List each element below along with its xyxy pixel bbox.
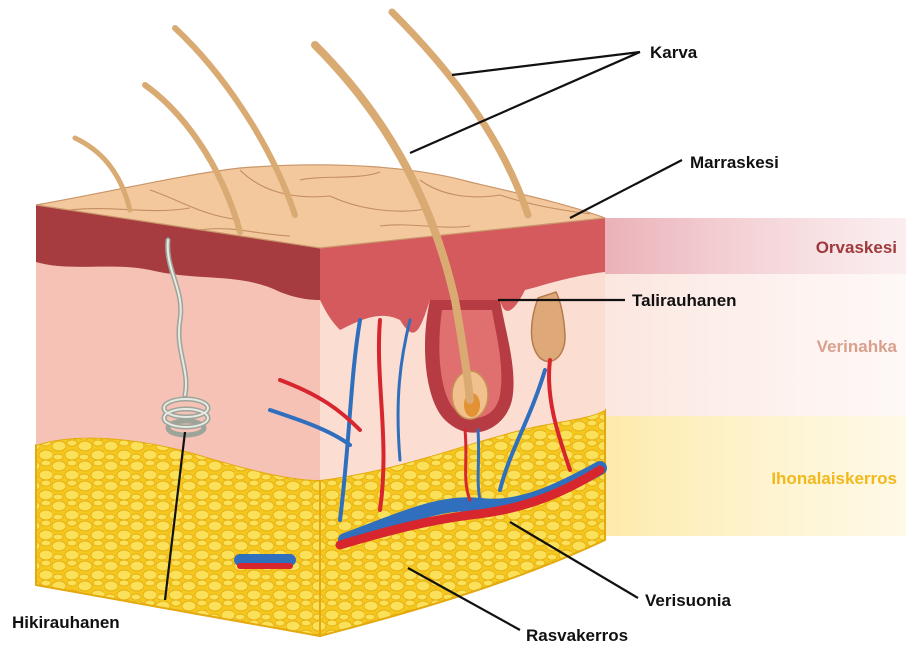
label-verinahka: Verinahka [817,337,898,356]
sebaceous-gland [532,292,566,361]
layer-bands [605,218,906,536]
label-ihonalaiskerros: Ihonalaiskerros [771,469,897,488]
label-karva: Karva [650,43,698,62]
label-talirauhanen: Talirauhanen [632,291,737,310]
label-verisuonia: Verisuonia [645,591,732,610]
label-orvaskesi: Orvaskesi [816,238,897,257]
label-rasvakerros: Rasvakerros [526,626,628,645]
label-hikirauhanen: Hikirauhanen [12,613,120,632]
leader-marraskesi [570,160,682,218]
label-marraskesi: Marraskesi [690,153,779,172]
